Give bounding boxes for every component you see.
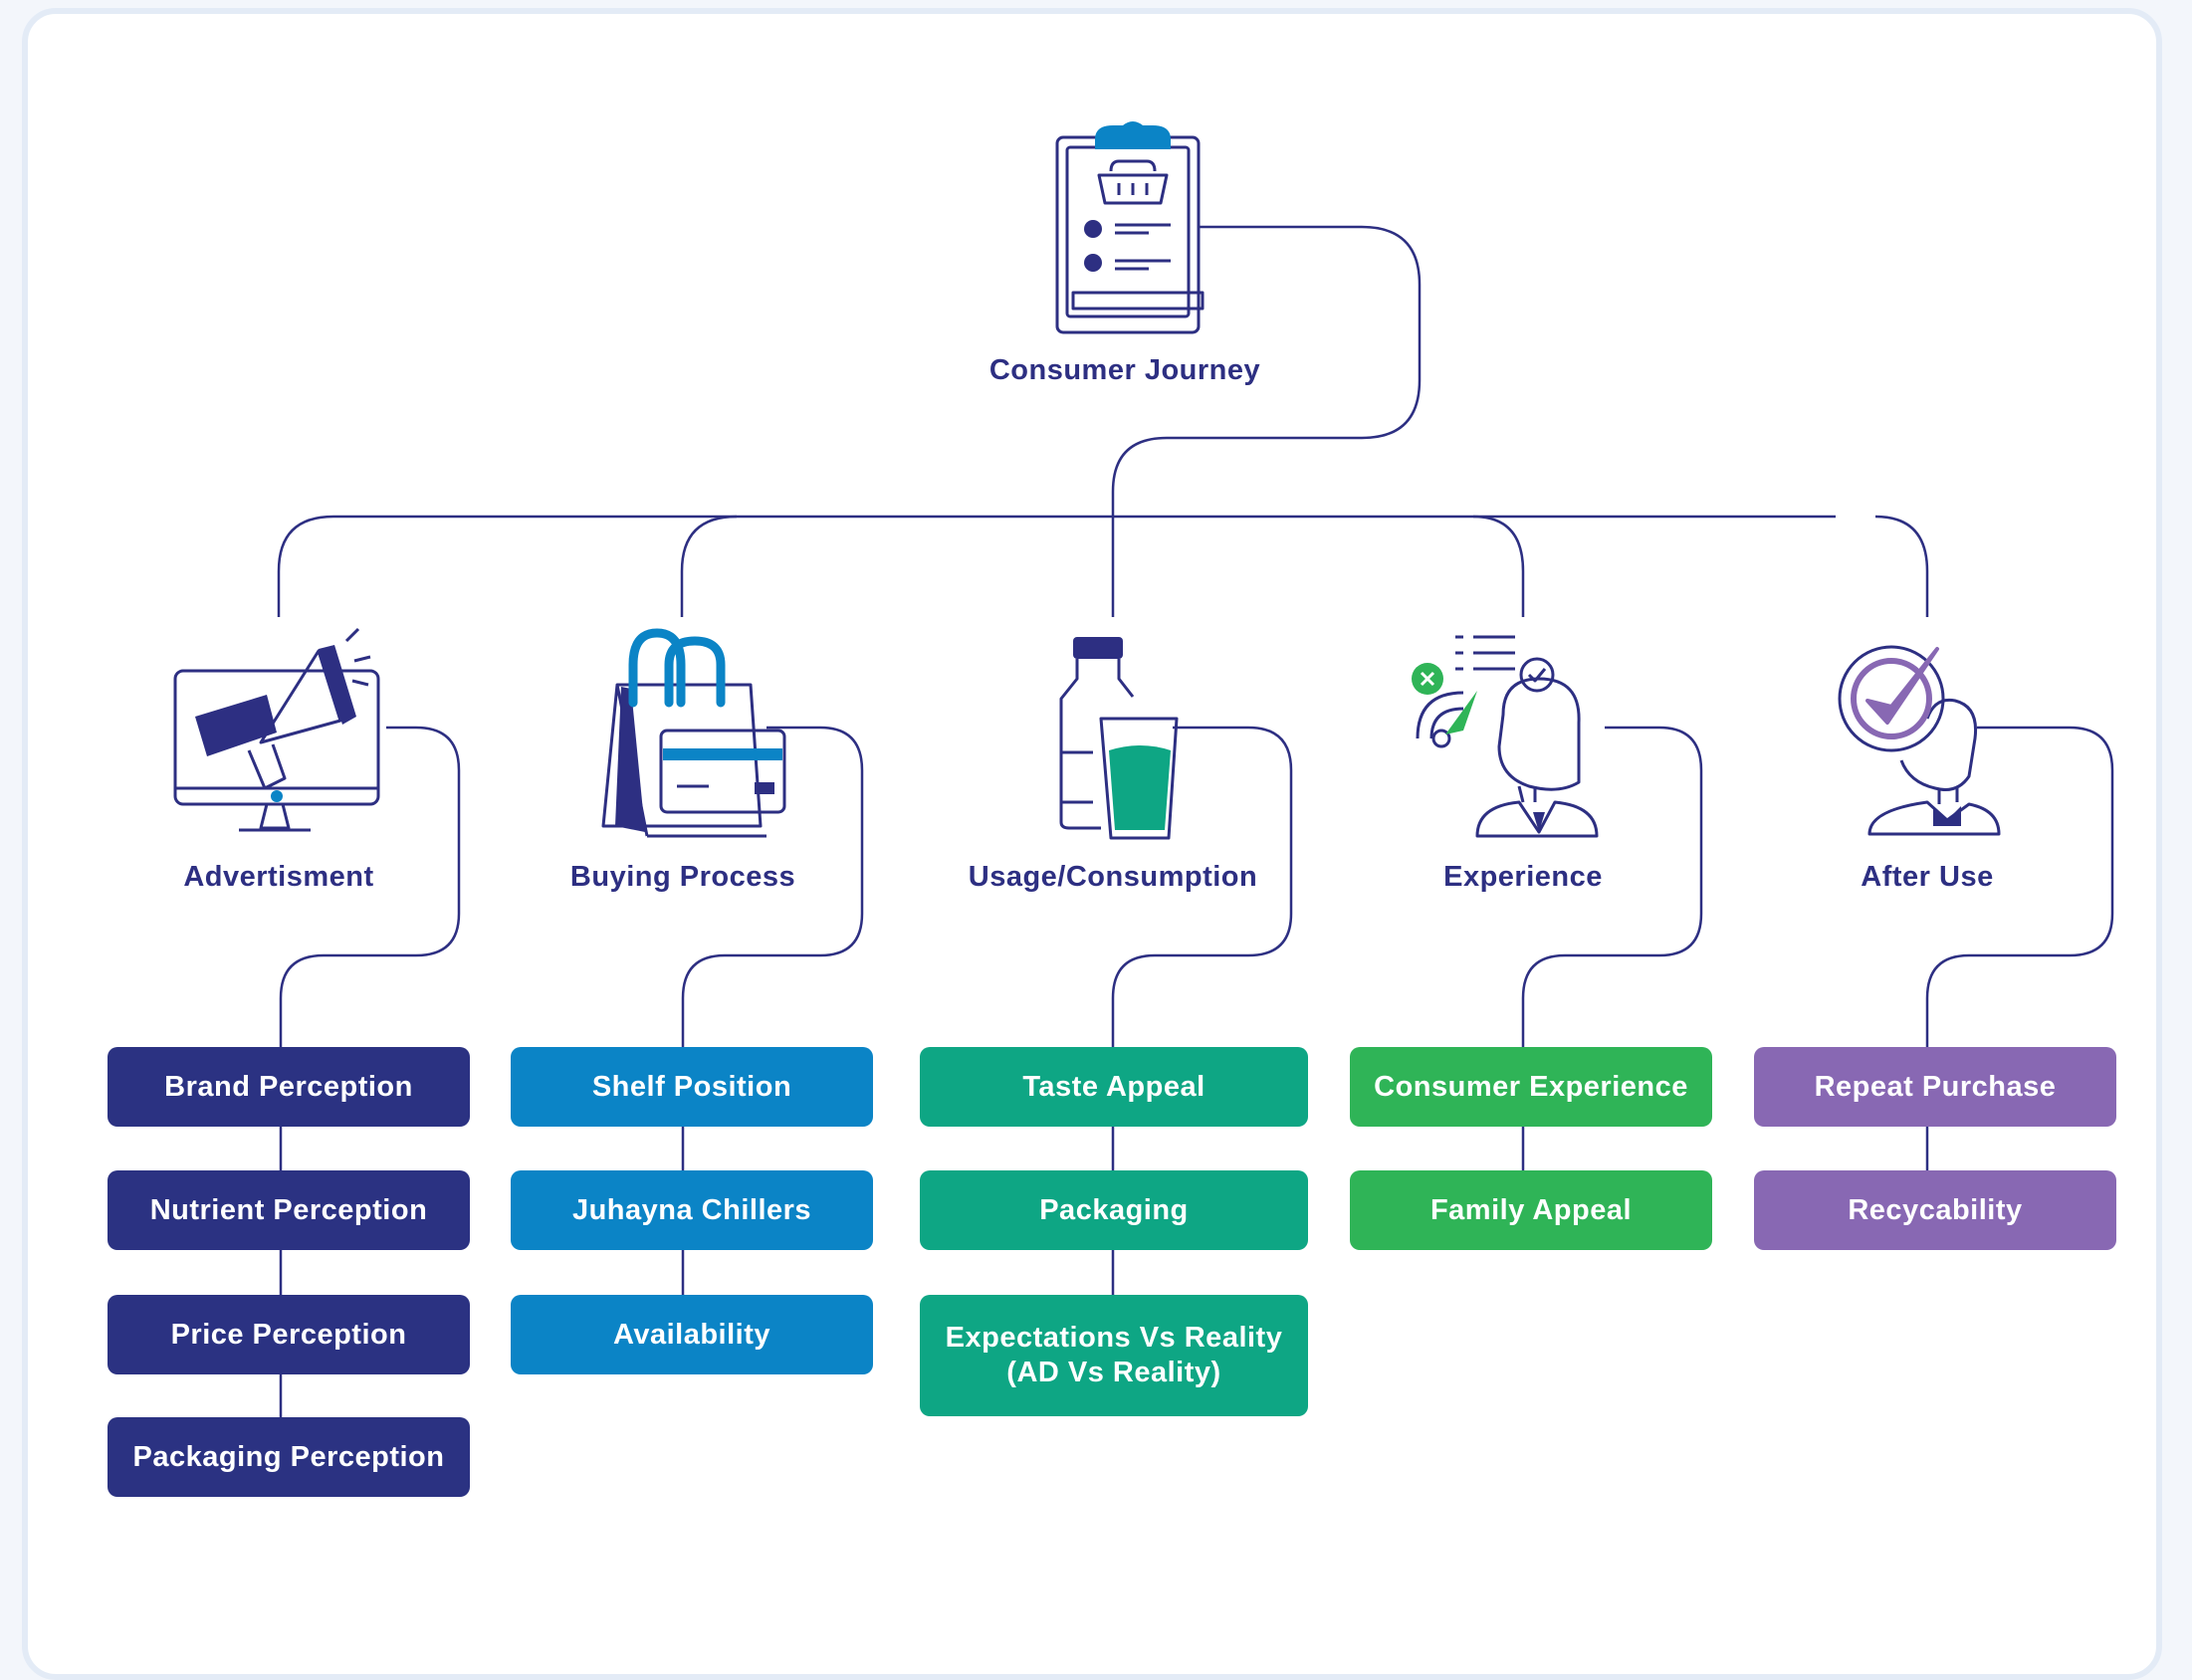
stage-label-usage: Usage/Consumption: [968, 861, 1258, 893]
box-availability: Availability: [511, 1295, 873, 1374]
box-recycability: Recycability: [1754, 1170, 2116, 1250]
clipboard-basket-icon: [1055, 121, 1205, 334]
box-expectations-vs-reality: Expectations Vs Reality(AD Vs Reality): [920, 1295, 1308, 1416]
person-gauge-icon: [1412, 635, 1599, 838]
box-family-appeal: Family Appeal: [1350, 1170, 1712, 1250]
bottle-glass-icon: [1059, 637, 1179, 840]
box-price-perception: Price Perception: [108, 1295, 470, 1374]
box-shelf-position: Shelf Position: [511, 1047, 873, 1127]
person-checkmark-icon: [1838, 645, 2001, 836]
stage-label-afteruse: After Use: [1861, 861, 1994, 893]
box-packaging-perception: Packaging Perception: [108, 1417, 470, 1497]
megaphone-monitor-icon: [173, 627, 380, 832]
stage-label-buying: Buying Process: [569, 861, 796, 893]
box-taste-appeal: Taste Appeal: [920, 1047, 1308, 1127]
root-label: Consumer Journey: [988, 354, 1261, 386]
box-packaging: Packaging: [920, 1170, 1308, 1250]
stage-label-experience: Experience: [1443, 861, 1603, 893]
shopping-bag-card-icon: [601, 628, 786, 838]
stage-label-advertisment: Advertisment: [183, 861, 374, 893]
connector-lines: [277, 225, 2114, 1417]
box-nutrient-perception: Nutrient Perception: [108, 1170, 470, 1250]
box-consumer-experience: Consumer Experience: [1350, 1047, 1712, 1127]
box-juhayna-chillers: Juhayna Chillers: [511, 1170, 873, 1250]
box-brand-perception: Brand Perception: [108, 1047, 470, 1127]
box-repeat-purchase: Repeat Purchase: [1754, 1047, 2116, 1127]
